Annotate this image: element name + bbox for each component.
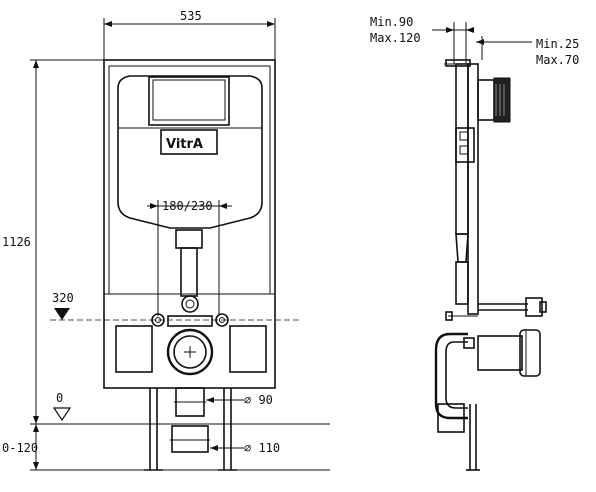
frame-outline	[103, 59, 276, 389]
side-frame-rear	[467, 63, 479, 315]
cistern-tank	[117, 75, 263, 229]
floor-label: 0	[56, 391, 63, 405]
height-dimension: 1126	[2, 59, 104, 424]
depth-min-label: Min.90	[370, 15, 413, 29]
waste-outlet	[166, 328, 214, 376]
height-label: 1126	[2, 235, 31, 249]
mounting-bolt	[525, 297, 543, 317]
width-dimension: 535	[103, 9, 276, 60]
pipe-d110	[171, 425, 209, 453]
side-outlet-pipe	[477, 335, 523, 371]
inlet-diameter-label: ⌀ 90	[244, 393, 273, 407]
flush-button-drum	[477, 77, 511, 123]
floor-range-label: 0-120	[2, 441, 38, 455]
floor-level-marker: 0 0-120	[2, 391, 330, 471]
side-waste-bend	[434, 332, 468, 420]
logo-text: VitrA	[166, 137, 203, 152]
flush-pipe	[175, 229, 203, 249]
flush-spacing-label: 180/230	[162, 199, 213, 213]
vitra-logo: VitrA	[160, 129, 218, 155]
wall-max-label: Max.70	[536, 53, 579, 67]
pipe-height-label: 320	[52, 291, 74, 305]
front-view: 535 1126 VitrA 18	[2, 9, 330, 471]
flush-spacing-dimension: 180/230	[147, 199, 232, 316]
flush-plate-opening	[148, 76, 230, 126]
wall-min-label: Min.25	[536, 37, 579, 51]
width-label: 535	[180, 9, 202, 23]
pipe-height-marker: 320	[50, 291, 300, 321]
flush-connector	[181, 295, 199, 313]
outlet-diameter-label: ⌀ 110	[244, 441, 280, 455]
side-view: Min.90 Max.120 Min.25 Max.70	[370, 15, 579, 471]
side-frame-front	[455, 63, 469, 235]
depth-max-label: Max.120	[370, 31, 421, 45]
